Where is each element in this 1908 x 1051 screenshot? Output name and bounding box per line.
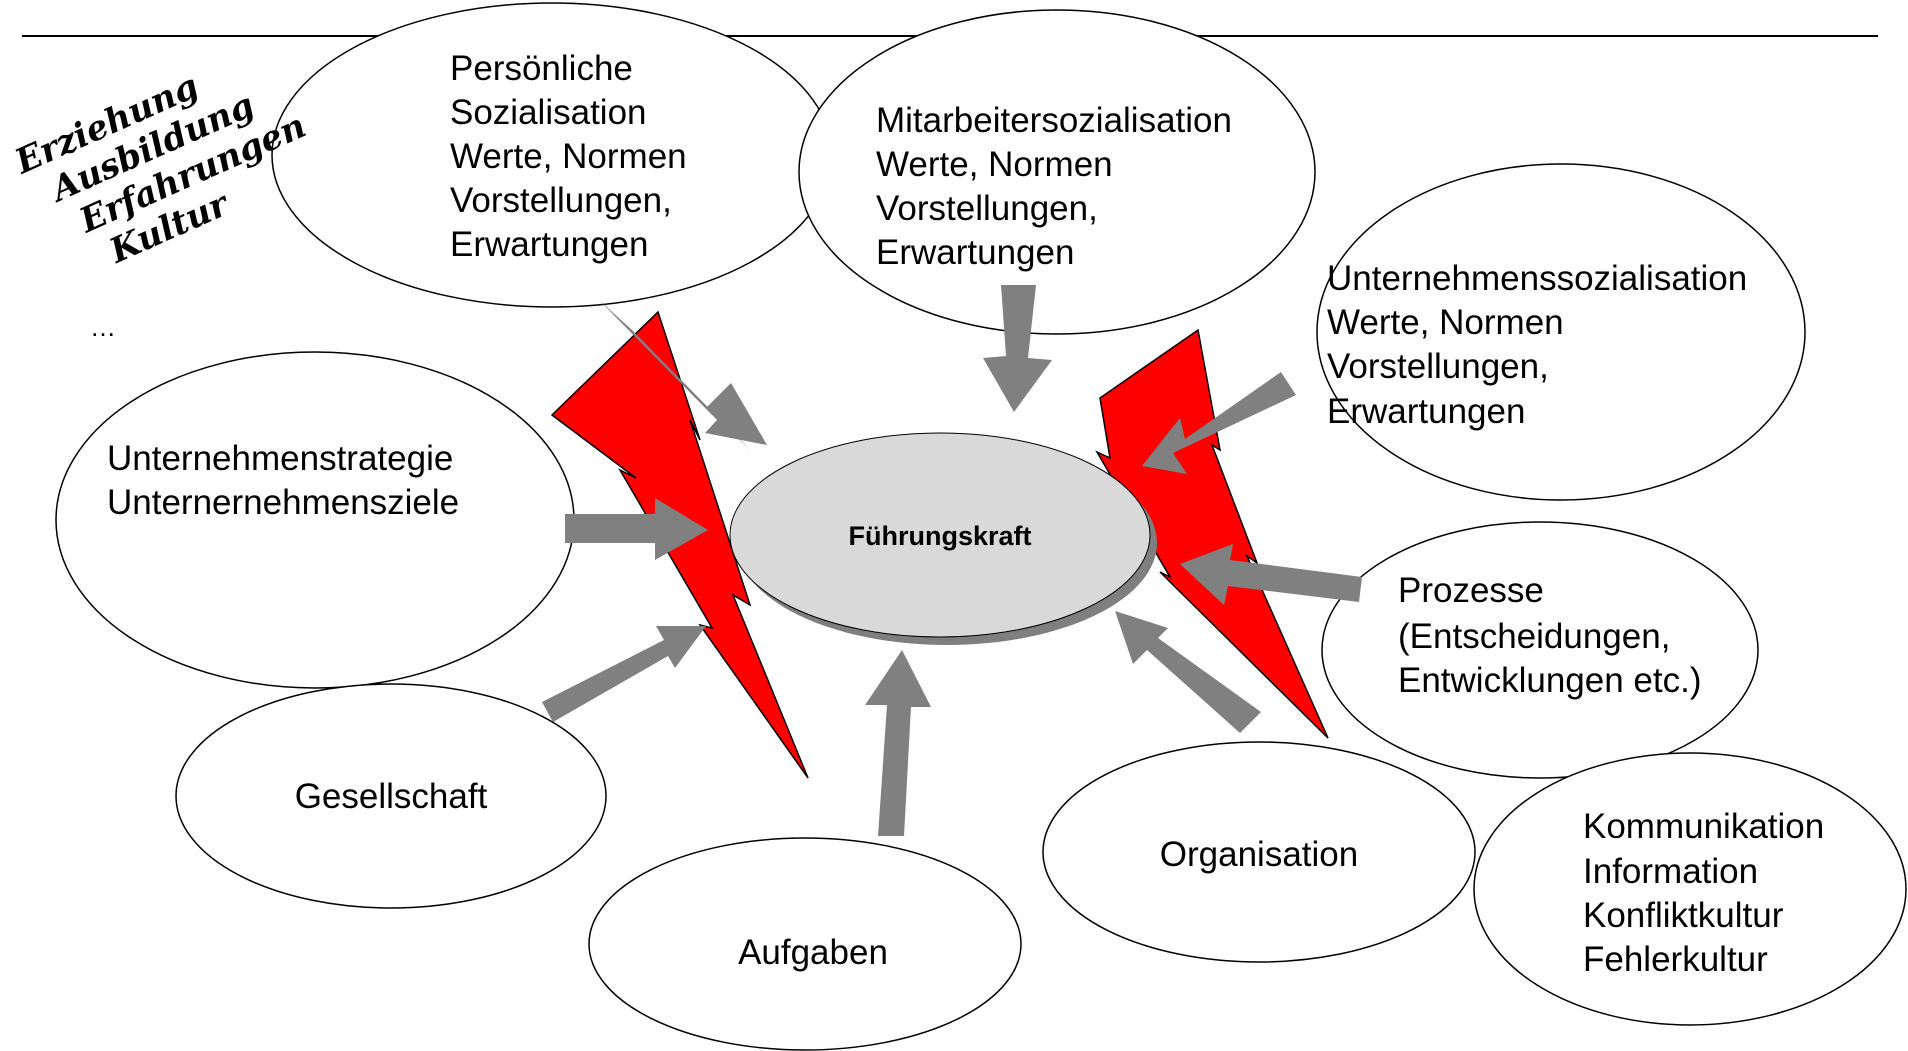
processes-line-2: (Entscheidungen, [1398,617,1670,656]
svg-text:Persönliche Sozialisatio: Persönliche Sozialisation Werte, Normen … [450,49,696,264]
communication-line-1: Kommunikation [1583,807,1824,846]
svg-text:Prozesse (Entscheidungen: Prozesse (Entscheidungen, Entwicklungen … [1398,571,1701,700]
arrow-from-employee [983,285,1052,412]
center-ellipse [729,432,1151,638]
organisation-label: Organisation [1160,835,1358,874]
ellipse-tasks: Aufgaben [588,837,1022,1051]
arrow-from-tasks [865,650,931,836]
arrow-from-processes [1180,544,1362,605]
communication-line-3: Konfliktkultur [1583,896,1784,935]
company-line-1: Unternehmenssozialisation [1327,259,1747,298]
svg-text:Unternehmenssozialisation: Unternehmenssozialisation Werte, Normen … [1327,259,1757,431]
processes-line-3: Entwicklungen etc.) [1398,661,1701,700]
employee-line-2: Werte, Normen [876,145,1113,184]
ellipse-organisation: Organisation [1042,741,1476,963]
ellipse-employee-socialisation: Mitarbeitersozialisation Werte, Normen V… [798,9,1316,335]
svg-text:Kommunikation Informatio: Kommunikation Information Konfliktkultur… [1583,807,1834,979]
ellipse-society: Gesellschaft [175,683,607,909]
communication-line-4: Fehlerkultur [1583,940,1768,979]
tasks-label: Aufgaben [738,933,888,972]
svg-text:Mitarbeitersozialisation: Mitarbeitersozialisation Werte, Normen V… [876,101,1242,272]
employee-line-4: Erwartungen [876,233,1074,272]
employee-line-1: Mitarbeitersozialisation [876,101,1232,140]
strategy-line-2: Unternernehmensziele [107,483,459,522]
company-line-4: Erwartungen [1327,392,1525,431]
personal-line-5: Erwartungen [450,225,648,264]
company-line-3: Vorstellungen, [1327,347,1549,386]
employee-line-3: Vorstellungen, [876,189,1098,228]
society-label: Gesellschaft [295,777,488,816]
arrow-from-personal [599,300,767,450]
ellipse-communication: Kommunikation Information Konfliktkultur… [1473,752,1907,1026]
ellipse-processes: Prozesse (Entscheidungen, Entwicklungen … [1321,521,1759,779]
personal-line-3: Werte, Normen [450,137,687,176]
center-label: Führungskraft [848,521,1031,551]
strategy-line-1: Unternehmenstrategie [107,439,453,478]
ellipse-personal-socialisation: Persönliche Sozialisation Werte, Normen … [271,2,833,308]
ellipse-company-socialisation: Unternehmenssozialisation Werte, Normen … [1316,163,1806,501]
arrow-from-company [1142,372,1296,474]
center-leader: Führungskraft [729,432,1157,645]
arrow-from-strategy [565,498,708,560]
personal-line-4: Vorstellungen, [450,181,672,220]
communication-line-2: Information [1583,852,1758,891]
processes-line-1: Prozesse [1398,571,1544,610]
influence-ellipsis: … [90,312,116,342]
arrow-from-organisation [1115,611,1261,733]
personal-line-1: Persönliche [450,49,633,88]
svg-text:Unternehmenstrategie Unt: Unternehmenstrategie Unternernehmensziel… [107,439,463,522]
personal-line-2: Sozialisation [450,93,647,132]
company-line-2: Werte, Normen [1327,303,1564,342]
arrow-from-society [542,626,706,722]
ellipse-strategy: Unternehmenstrategie Unternernehmensziel… [55,351,575,689]
